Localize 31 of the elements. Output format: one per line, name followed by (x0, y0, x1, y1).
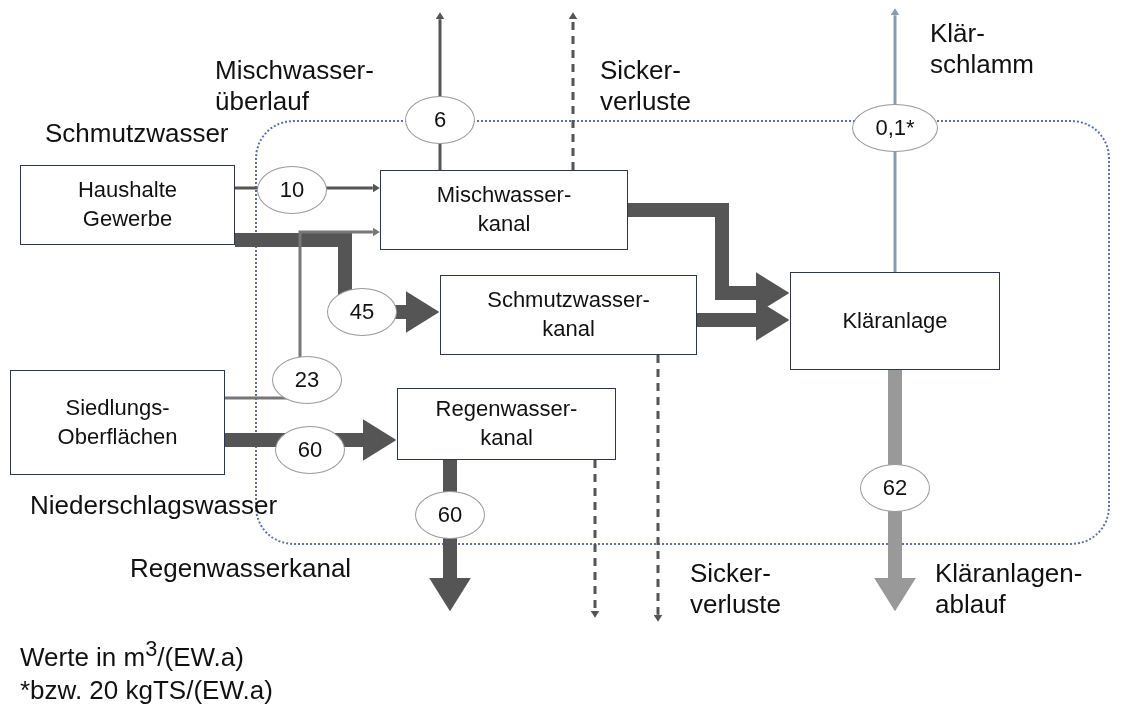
flow-arrow (890, 8, 900, 272)
flow-arrow (435, 12, 445, 170)
process-box: Siedlungs- Oberflächen (10, 370, 225, 475)
flow-label: Schmutzwasser (45, 118, 229, 150)
edge-label: 23 (272, 356, 342, 404)
edge-label: 60 (415, 491, 485, 539)
flow-arrow (590, 460, 600, 618)
process-box: Kläranlage (790, 272, 1000, 370)
edge-label: 6 (405, 96, 475, 144)
flow-arrow (225, 227, 380, 400)
text-label: *bzw. 20 kgTS/(EW.a) (20, 675, 273, 707)
process-box: Mischwasser- kanal (380, 170, 628, 250)
flow-arrow (429, 460, 471, 612)
process-box: Regenwasser- kanal (397, 388, 616, 460)
flow-arrow (568, 12, 578, 170)
process-box: Haushalte Gewerbe (20, 165, 235, 245)
edge-label: 45 (327, 288, 397, 336)
flow-arrow (653, 355, 663, 622)
edge-label: 62 (860, 464, 930, 512)
edge-label: 10 (257, 166, 327, 214)
edge-label: 0,1* (852, 104, 938, 152)
text-label: Mischwasser- überlauf (215, 55, 374, 118)
text-label: Kläranlagen- ablauf (935, 558, 1083, 621)
text-label: Sicker- verluste (690, 558, 782, 621)
text-label: Regenwasserkanal (130, 553, 352, 585)
process-box: Schmutzwasser- kanal (440, 275, 697, 355)
edge-label: 60 (275, 426, 345, 474)
flow-label: Niederschlagswasser (30, 490, 278, 522)
text-label: Klär- schlamm (930, 18, 1034, 81)
text-label: Sicker- verluste (600, 55, 692, 118)
text-label: Werte in m$^{3}$/(EW.a) (20, 636, 244, 673)
